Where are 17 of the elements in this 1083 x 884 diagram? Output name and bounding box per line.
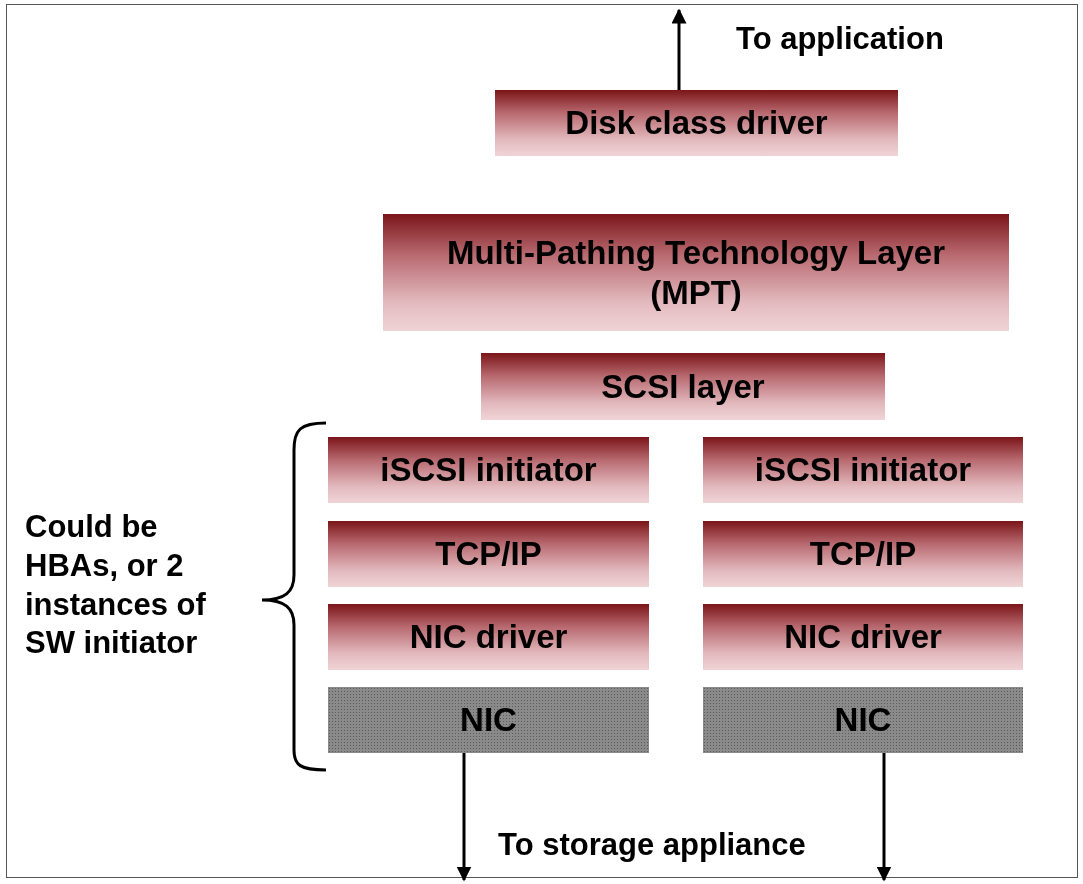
layer-box: iSCSI initiator — [328, 437, 649, 503]
layer-box: NIC driver — [703, 604, 1023, 670]
layer-box: SCSI layer — [481, 353, 885, 420]
arrow — [876, 753, 892, 882]
arrow — [456, 753, 472, 882]
note-text: Could be HBAs, or 2 instances of SW initiator — [25, 508, 207, 663]
layer-box: iSCSI initiator — [703, 437, 1023, 503]
hardware-box: NIC — [703, 687, 1023, 753]
layer-box: TCP/IP — [703, 521, 1023, 587]
layer-box: NIC driver — [328, 604, 649, 670]
direction-label: To storage appliance — [498, 826, 806, 864]
layer-box: Disk class driver — [495, 90, 898, 156]
layer-box: Multi-Pathing Technology Layer (MPT) — [383, 214, 1009, 331]
direction-label: To application — [736, 20, 944, 58]
arrow — [671, 8, 687, 90]
hardware-box: NIC — [328, 687, 649, 753]
layer-box: TCP/IP — [328, 521, 649, 587]
